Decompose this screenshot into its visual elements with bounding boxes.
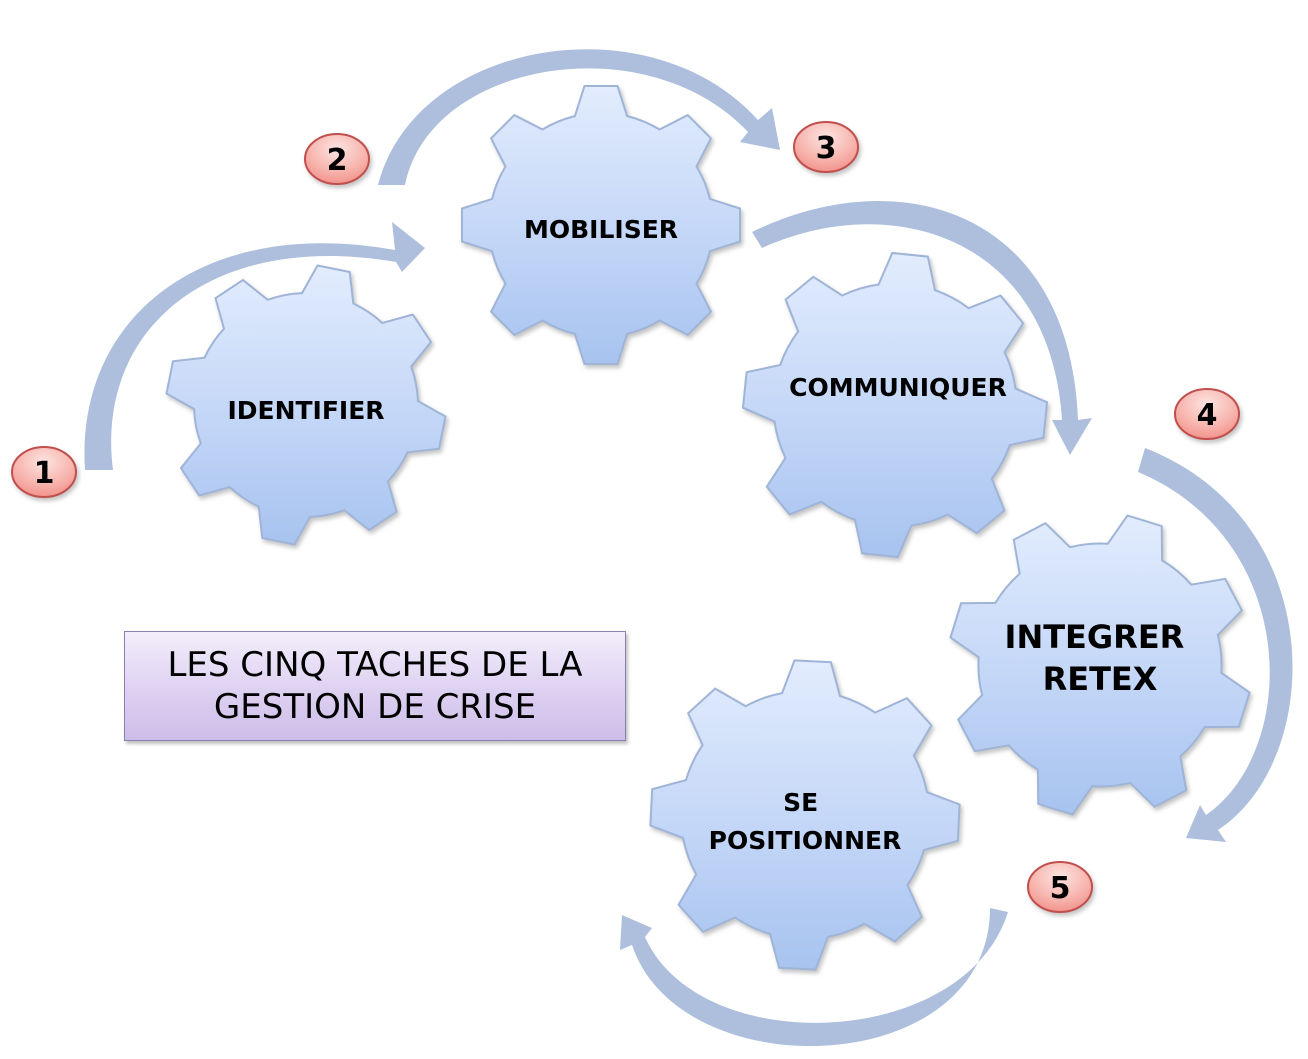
diagram-title-box: LES CINQ TACHES DE LA GESTION DE CRISE [124,631,626,741]
badge-1-label: 1 [34,456,55,491]
gear-se-positionner [649,659,961,971]
gear-label-identifier: IDENTIFIER [227,396,384,425]
gear-integrer-retex [949,514,1251,816]
badge-4: 4 [1174,388,1240,440]
gear-labels: IDENTIFIER MOBILISER COMMUNIQUER INTEGRE… [227,215,1196,855]
diagram-title-line-1: LES CINQ TACHES DE LA [167,645,583,685]
arrow-3-to-4 [752,201,1092,455]
step-badges: 1 2 3 4 5 [11,121,1240,913]
cycle-arrows [84,49,1293,1047]
badge-2: 2 [304,133,370,185]
gears [165,85,1251,971]
badge-2-label: 2 [327,143,348,178]
gear-mobiliser [461,85,741,365]
badge-3: 3 [793,121,859,173]
arrow-5-to-1 [620,908,1008,1047]
badge-5: 5 [1027,861,1093,913]
gear-communiquer [741,251,1049,559]
badge-3-label: 3 [816,131,837,166]
badge-1: 1 [11,446,77,498]
gear-label-mobiliser: MOBILISER [524,215,678,244]
badge-5-label: 5 [1050,871,1071,906]
gear-label-se-positionner: SE POSITIONNER [709,788,902,855]
arrow-2-to-3 [378,49,780,185]
badge-4-label: 4 [1197,398,1218,433]
diagram-title-line-2: GESTION DE CRISE [213,687,537,727]
gear-identifier [165,264,447,546]
gear-label-communiquer: COMMUNIQUER [789,373,1007,402]
gear-label-integrer-retex: INTEGRER RETEX [1005,618,1196,698]
arrow-4-to-5 [1138,448,1293,842]
